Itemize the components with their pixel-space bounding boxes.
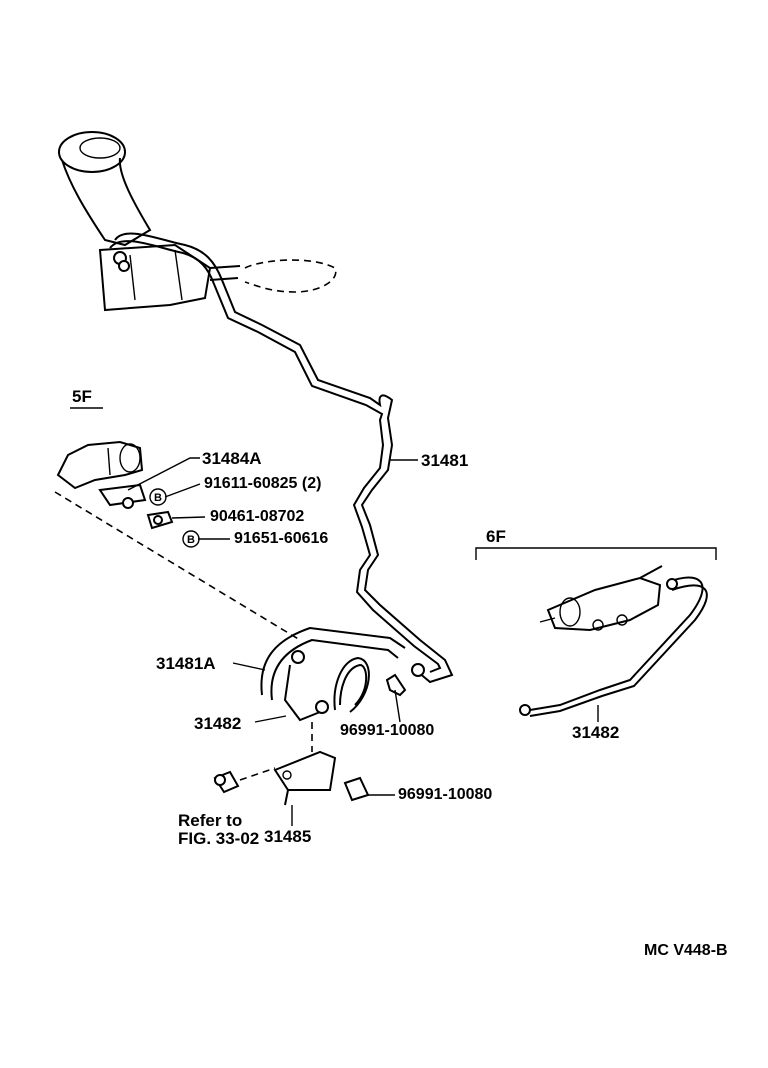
part-label-96991-10080-lower: 96991-10080 <box>398 786 493 803</box>
part-label-31484A: 31484A <box>202 449 262 468</box>
svg-text:B: B <box>154 492 162 504</box>
badge-b-upper: B <box>149 488 167 506</box>
part-label-31482-left: 31482 <box>194 714 242 733</box>
bracket-31485 <box>213 722 395 806</box>
release-cylinder-right <box>519 565 708 722</box>
master-cylinder-reservoir <box>58 131 337 312</box>
part-label-96991-10080-upper: 96991-10080 <box>340 722 435 739</box>
badge-b-lower: B <box>182 530 200 548</box>
leader-lines-lower <box>232 662 401 826</box>
release-cylinder-left <box>56 440 174 530</box>
refer-fig-label: FIG. 33-02 <box>178 829 260 848</box>
section-6f-bracket <box>475 547 717 560</box>
section-label-6f: 6F <box>486 527 506 546</box>
clutch-line-31481 <box>109 232 454 684</box>
part-label-91611-60825: 91611-60825 (2) <box>204 475 322 492</box>
part-label-31481: 31481 <box>421 451 469 470</box>
part-label-31481A: 31481A <box>156 654 216 673</box>
footer-code: MC V448-B <box>644 942 728 959</box>
leader-lines-left <box>127 457 418 540</box>
part-label-91651-60616: 91651-60616 <box>234 530 329 547</box>
refer-to-label: Refer to <box>178 811 243 830</box>
part-label-31485: 31485 <box>264 827 312 846</box>
part-label-90461-08702: 90461-08702 <box>210 508 305 525</box>
flex-hose-31481A <box>260 626 407 722</box>
part-label-31482-right: 31482 <box>572 723 620 742</box>
svg-text:B: B <box>187 534 195 546</box>
section-label-5f: 5F <box>72 387 92 406</box>
